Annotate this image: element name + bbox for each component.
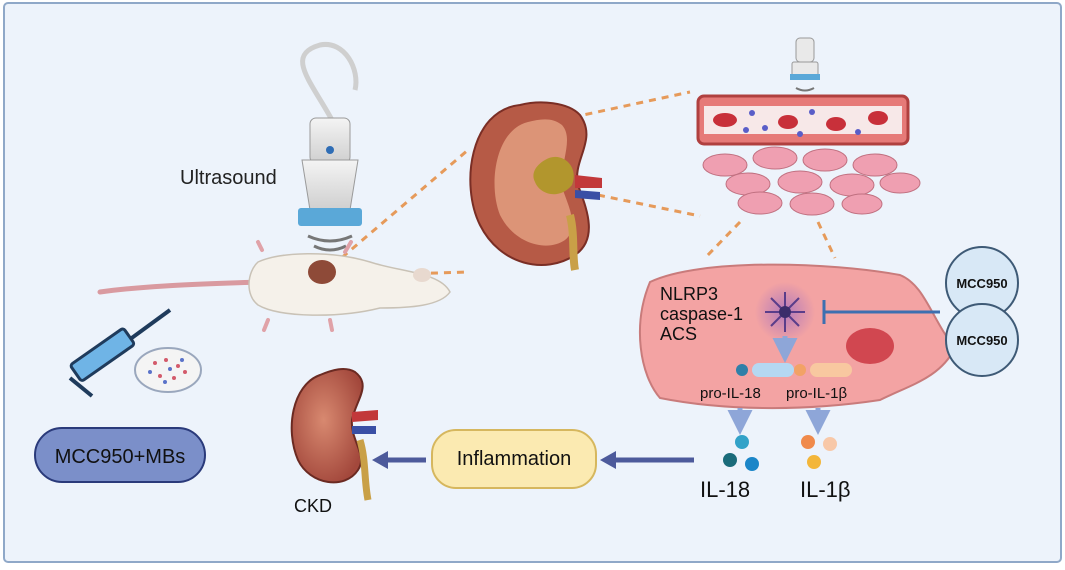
il18-particles	[723, 435, 759, 471]
acs-label: ACS	[660, 324, 697, 344]
connector-kidney-vessel-top	[559, 90, 691, 122]
nlrp3-label: NLRP3	[660, 284, 718, 304]
mcc950-label-top: MCC950	[956, 276, 1007, 291]
il1b-label: IL-1β	[800, 477, 851, 502]
il18-label: IL-18	[700, 477, 750, 502]
inflammasome-icon	[755, 282, 815, 342]
arrow-to-ckd-head	[372, 451, 388, 469]
pro-il1b-label: pro-IL-1β	[786, 385, 848, 402]
connector-kidney-vessel-bottom	[597, 193, 701, 218]
connector-mouse-kidney-bottom	[339, 270, 469, 278]
zoom-connector-lines	[331, 90, 837, 278]
caspase1-label: caspase-1	[660, 304, 743, 324]
arrow-to-inflammation-head	[600, 451, 616, 469]
pro-il1b-molecule	[794, 363, 852, 377]
mouse-illustration	[97, 240, 451, 332]
cell-nucleus	[846, 328, 894, 364]
kidney-cross-section	[469, 101, 602, 271]
blood-vessel	[696, 94, 921, 216]
connector-vessel-cell-right	[816, 221, 837, 259]
ckd-label: CKD	[294, 496, 332, 516]
ultrasound-probe-icon	[298, 42, 362, 252]
mouse-kidney-icon	[308, 260, 336, 284]
microbubble-inset	[134, 347, 202, 393]
connector-vessel-cell-left	[703, 220, 742, 260]
drug-combo-label: MCC950+MBs	[55, 446, 186, 468]
il1b-particles	[801, 435, 837, 469]
pro-il18-label: pro-IL-18	[700, 385, 761, 402]
mcc950-bubble-bottom	[945, 303, 1019, 377]
ultrasound-label: Ultrasound	[180, 167, 277, 189]
inflammation-box	[431, 429, 597, 489]
inflammation-label: Inflammation	[457, 448, 572, 470]
small-probe-icon	[790, 37, 820, 92]
ckd-kidney-icon	[290, 367, 378, 501]
syringe-icon	[68, 308, 202, 398]
drug-combo-pill	[34, 427, 206, 483]
connector-mouse-kidney-top	[331, 148, 469, 268]
pro-il18-molecule	[736, 363, 794, 377]
mcc950-label-bottom: MCC950	[956, 333, 1007, 348]
